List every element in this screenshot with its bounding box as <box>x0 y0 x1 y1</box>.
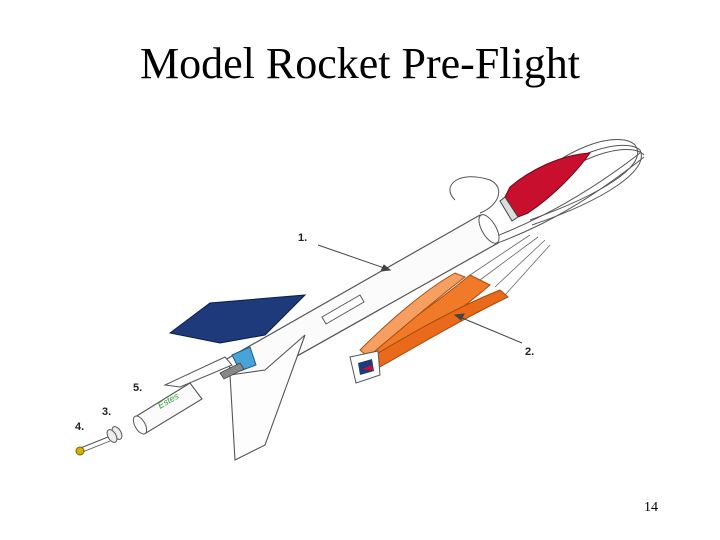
fins <box>165 295 305 460</box>
nose-cone <box>500 153 590 221</box>
engine-plug <box>105 425 124 444</box>
callout-1: 1. <box>298 232 307 244</box>
callout-2: 2. <box>525 346 534 358</box>
callout-5: 5. <box>133 382 142 394</box>
page-number: 14 <box>644 500 658 516</box>
slide-title: Model Rocket Pre-Flight <box>0 38 720 89</box>
callout-3: 3. <box>102 406 111 418</box>
callout-4: 4. <box>75 421 84 433</box>
igniter <box>76 437 110 455</box>
rocket-exploded-diagram: Estes 1. 2. 3. 4. 5. <box>60 125 660 470</box>
